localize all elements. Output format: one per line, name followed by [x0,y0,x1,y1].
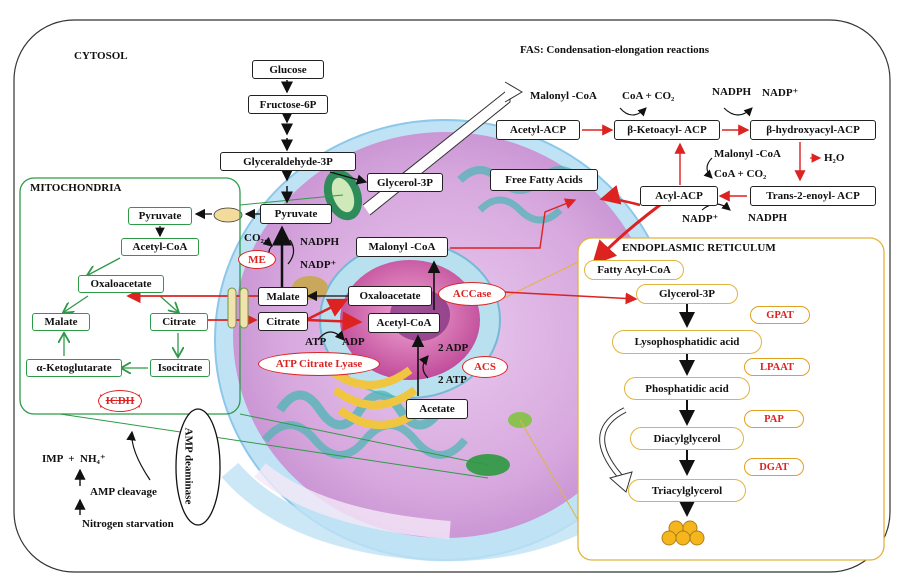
acetate-node: Acetate [406,399,468,419]
pa-node: Phosphatidic acid [624,377,750,400]
gpat-enzyme: GPAT [750,306,810,324]
dgat-enzyme: DGAT [744,458,804,476]
fas-nadph1-label: NADPH [712,86,752,98]
nitrogen-starvation-label: Nitrogen starvation [82,518,174,530]
atp-label: ATP [305,336,327,348]
pyruvate-mito-node: Pyruvate [128,207,192,225]
adp-label: ADP [342,336,365,348]
dag-node: Diacylglycerol [630,427,744,450]
fatty-acyl-coa-node: Fatty Acyl-CoA [584,260,684,280]
atp2-label: 2 ATP [438,374,467,386]
gap-node: Glyceraldehyde-3P [220,152,356,171]
er-title: ENDOPLASMIC RETICULUM [622,242,776,254]
pap-enzyme: PAP [744,410,804,428]
co2-label: CO₂ [244,232,264,244]
malonylcoa-node: Malonyl -CoA [356,237,448,257]
acetyl-acp-node: Acetyl-ACP [496,120,580,140]
atp-citrate-lyase-enzyme: ATP Citrate Lyase [258,352,380,376]
tag-node: Triacylglycerol [628,479,746,502]
pyruvate-cyto-node: Pyruvate [260,204,332,224]
malate-mito-node: Malate [32,313,90,331]
hydroxyacyl-acp-node: β-hydroxyacyl-ACP [750,120,876,140]
oxaloacetate-cyto-node: Oxaloacetate [348,286,432,306]
mitochondria-title: MITOCHONDRIA [30,182,122,194]
fas-nadp1-label: NADP⁺ [762,87,799,99]
icdh-ellipse: ICDH [98,390,142,412]
acetylcoa-mito-node: Acetyl-CoA [121,238,199,256]
malate-cyto-node: Malate [258,287,308,306]
glucose-node: Glucose [252,60,324,79]
lyso-node: Lysophosphatidic acid [612,330,762,354]
acetylcoa-cyto-node: Acetyl-CoA [368,313,440,333]
fas-nadph2-label: NADPH [748,212,788,224]
fas-malonyl2-label: Malonyl -CoA [714,148,781,160]
acyl-acp-node: Acyl-ACP [640,186,718,206]
ketoglutarate-node: α-Ketoglutarate [26,359,122,377]
fas-h2o-label: H₂O [824,152,845,164]
trans-enoyl-acp-node: Trans-2-enoyl- ACP [750,186,876,206]
glycerol3p-er-node: Glycerol-3P [636,284,738,304]
oxaloacetate-mito-node: Oxaloacetate [78,275,164,293]
adp2-label: 2 ADP [438,342,469,354]
citrate-mito-node: Citrate [150,313,208,331]
amp-deaminase-ellipse [175,408,221,526]
amp-cleavage-label: AMP cleavage [90,486,157,498]
isocitrate-node: Isocitrate [150,359,210,377]
free-fatty-acids-node: Free Fatty Acids [490,169,598,191]
fas-malonyl1-label: Malonyl -CoA [530,90,597,102]
citrate-cyto-node: Citrate [258,312,308,331]
ketoacyl-acp-node: β-Ketoacyl- ACP [614,120,720,140]
fas-nadp2-label: NADP⁺ [682,213,719,225]
lpaat-enzyme: LPAAT [744,358,810,376]
acs-enzyme: ACS [462,356,508,378]
accase-enzyme: ACCase [438,282,506,306]
fas-coaco2a-label: CoA + CO₂ [622,90,675,102]
fas-title: FAS: Condensation-elongation reactions [520,44,710,56]
cytosol-title: CYTOSOL [74,50,128,62]
fas-coaco2b-label: CoA + CO₂ [714,168,767,180]
nadp-label: NADP⁺ [300,259,337,271]
amp-deaminase-label: AMP deaminase [182,427,195,505]
fructose6p-node: Fructose-6P [248,95,328,114]
nadph-label: NADPH [300,236,340,248]
imp-nh4-label: IMP + NH₄⁺ [42,453,106,465]
me-enzyme: ME [238,250,276,269]
glycerol3p-cyto-node: Glycerol-3P [367,173,443,192]
